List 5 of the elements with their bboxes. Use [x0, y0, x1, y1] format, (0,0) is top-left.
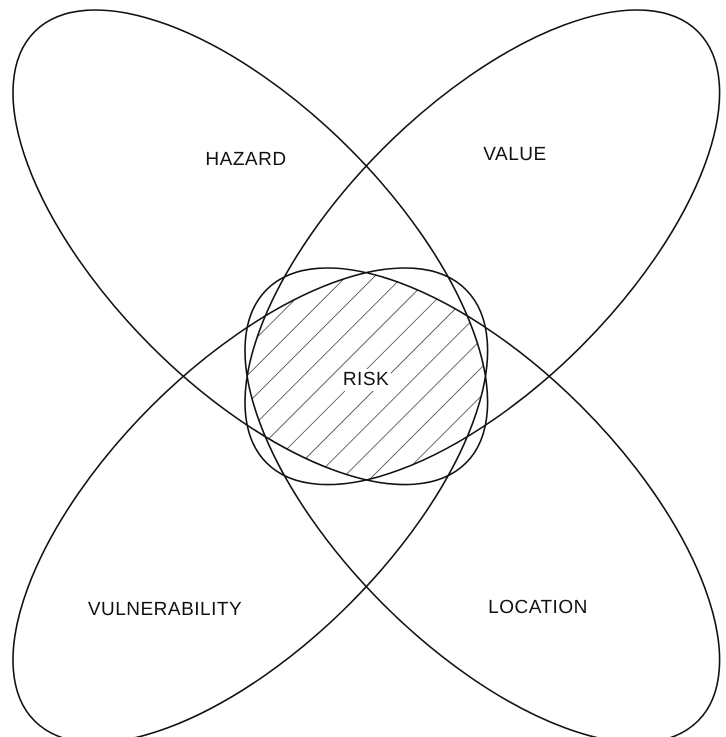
set-label: VULNERABILITY — [88, 598, 242, 621]
set-label: HAZARD — [205, 148, 287, 171]
set-label: VALUE — [483, 144, 547, 166]
set-label: LOCATION — [488, 596, 588, 619]
hatched-overlap-region — [247, 273, 486, 480]
